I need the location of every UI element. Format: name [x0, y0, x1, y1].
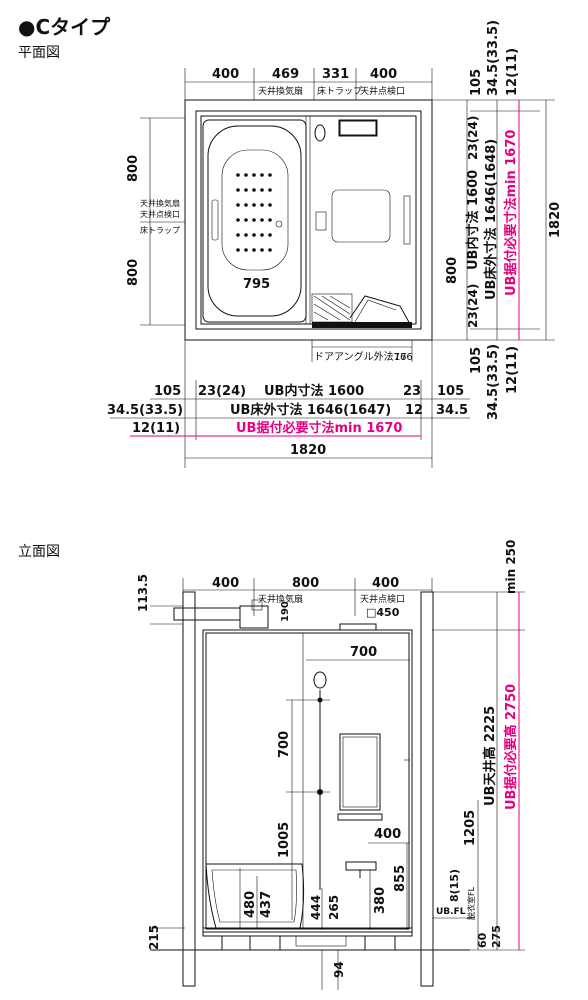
faucet [345, 861, 377, 871]
elevation-title: 立面図 [18, 544, 60, 560]
plan-bottom-23-right: 23 [403, 384, 421, 399]
plan-right-top-2: 34.5(33.5) [486, 20, 501, 96]
plan-right-bottom-1: 105 [469, 347, 484, 374]
plan-right-bottom-3: 12(11) [505, 346, 520, 394]
plan-right-top-1: 105 [469, 69, 484, 96]
plan-bottom-inner: UB内寸法 1600 [264, 383, 364, 399]
elev-right-height: UB天井高 2225 [482, 706, 498, 806]
plan-right-dim-total: 1820 [548, 202, 563, 238]
type-title: ●Cタイプ [18, 15, 111, 39]
mirror [339, 733, 381, 811]
elev-dim-700-top: 700 [350, 645, 377, 660]
elev-legs [221, 935, 396, 950]
elev-dim-437: 437 [259, 891, 274, 918]
shower-head [314, 124, 326, 142]
elev-right-275: 275 [490, 925, 503, 948]
plan-right-dim-min: UB据付必要寸法min 1670 [503, 130, 519, 296]
elev-right-ubfl: UB.FL [436, 907, 466, 917]
plan-bottom-12-left: 12(11) [132, 421, 180, 436]
plan-bottom-12: 12 [405, 403, 423, 418]
ceiling-hatch [338, 119, 378, 137]
plan-bottom-total: 1820 [290, 443, 326, 458]
floor-trap [311, 293, 353, 323]
elev-dim-855: 855 [393, 865, 408, 892]
plan-right-bottom-23: 23(24) [466, 284, 480, 328]
door [312, 322, 412, 328]
elev-dim-444: 444 [309, 895, 323, 920]
plan-top-dim-2: 469 [272, 67, 299, 82]
elev-shower-head [313, 671, 327, 689]
elev-dim-380: 380 [373, 887, 388, 914]
plan-right-bottom-2: 34.5(33.5) [486, 344, 501, 420]
plan-left-label-hatch: 天井点検口 [140, 209, 180, 219]
elev-label-vent: 天井換気扇 [258, 593, 303, 605]
plan-bottom-105-right: 105 [437, 384, 464, 399]
vent-fan [239, 605, 269, 629]
elev-label-450: □450 [366, 606, 400, 619]
elev-right-8: 8(15) [448, 869, 461, 902]
elev-bottom-215: 215 [147, 925, 161, 950]
elev-dim-1005: 1005 [277, 822, 292, 858]
plan-top-label-trap: 床トラップ [317, 85, 362, 97]
elev-right-fl: 脱衣室FL [466, 886, 476, 920]
plan-top-label-vent: 天井換気扇 [258, 85, 303, 97]
plan-view: 400 469 331 400 天井換気扇 床トラップ 天井点検口 795 [107, 20, 563, 468]
elev-bottom-94: 94 [332, 961, 346, 978]
elev-top-dim-1: 400 [212, 576, 239, 591]
elev-top-dim-2: 800 [292, 576, 319, 591]
plan-right-top-3: 12(11) [505, 48, 520, 96]
plan-title: 平面図 [18, 45, 60, 61]
plan-right-dim-23: 23(24) [466, 116, 480, 160]
plan-bottom-floor: UB床外寸法 1646(1647) [230, 402, 391, 418]
elev-top-dim-3: 400 [372, 576, 399, 591]
elev-label-hatch: 天井点検口 [360, 593, 405, 605]
plan-bottom-105-left: 105 [154, 384, 181, 399]
elev-right-1205: 1205 [463, 810, 478, 846]
plan-bottom-345-left: 34.5(33.5) [107, 403, 183, 418]
plan-right-dim-floor: UB床外寸法 1646(1648) [483, 139, 499, 300]
plan-inner-dim: 800 [445, 257, 460, 284]
plan-top-dim-4: 400 [370, 67, 397, 82]
plan-top-dim-1: 400 [212, 67, 239, 82]
elev-left-top: 113.5 [136, 574, 150, 612]
plan-left-dim-1: 800 [126, 155, 141, 182]
elev-right-60: 60 [476, 932, 489, 948]
plan-left-label-trap: 床トラップ [140, 225, 180, 235]
plan-bottom-345-right: 34.5 [436, 403, 468, 418]
plan-door-dim: ドアアングル外法766 [314, 350, 413, 363]
elev-right-min: min 250 [504, 540, 518, 594]
elevation-view: 400 800 400 天井換気扇 天井点検口 □450 113.5 190 7… [136, 540, 525, 990]
plan-top-dim-3: 331 [322, 67, 349, 82]
elev-dim-265: 265 [327, 895, 341, 920]
plan-left-label-vent: 天井換気扇 [140, 198, 180, 208]
tub-drain-pattern [236, 173, 272, 252]
elev-vent-dim: 190 [280, 601, 291, 622]
plan-left-dim-2: 800 [126, 259, 141, 286]
elev-dim-480: 480 [243, 891, 258, 918]
elev-right-req: UB据付必要高 2750 [503, 684, 519, 810]
plan-tub-dim: 795 [243, 277, 270, 292]
plan-bottom-min: UB据付必要寸法min 1670 [236, 420, 402, 436]
plan-top-label-hatch: 天井点検口 [360, 85, 405, 97]
elev-dim-400: 400 [374, 827, 401, 842]
plan-door-dim-2: 17 [394, 352, 407, 363]
plan-bottom-23-left: 23(24) [198, 384, 246, 399]
plan-right-dim-inner: UB内寸法 1600 [465, 170, 481, 270]
elev-dim-700: 700 [277, 731, 292, 758]
